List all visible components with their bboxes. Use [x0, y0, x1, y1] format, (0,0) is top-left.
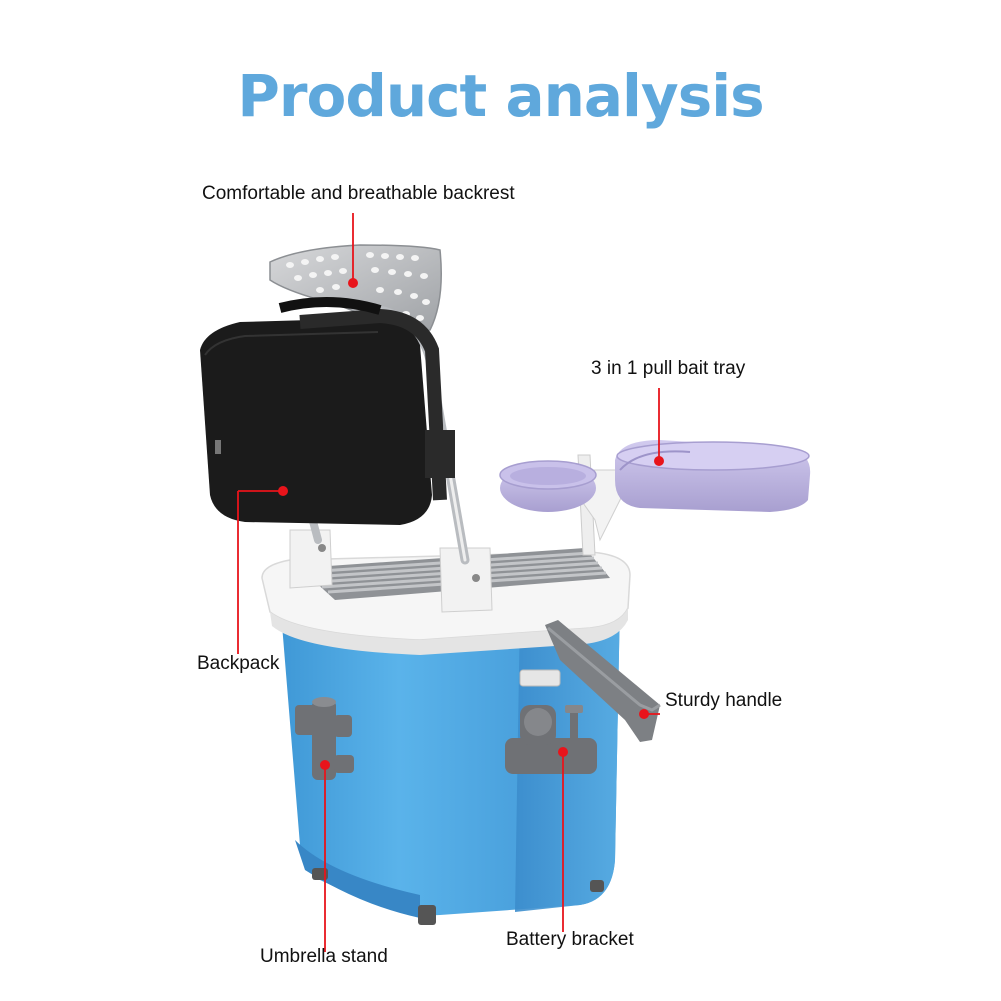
bucket-lid — [261, 529, 631, 655]
bait-tray-callout-label: 3 in 1 pull bait tray — [591, 358, 746, 379]
handle-callout-label: Sturdy handle — [665, 690, 783, 711]
umbrella-stand-fitting — [295, 697, 354, 780]
backpack — [200, 296, 455, 525]
battery-bracket-callout-label: Battery bracket — [506, 929, 634, 950]
backrest-callout-label: Comfortable and breathable backrest — [202, 183, 515, 204]
umbrella-stand-marker-dot — [320, 760, 330, 770]
handle-marker-dot — [639, 709, 649, 719]
battery-bracket-marker-dot — [558, 747, 568, 757]
bait-trays — [499, 440, 811, 512]
backpack-marker-dot — [278, 486, 288, 496]
umbrella-stand-callout-label: Umbrella stand — [260, 946, 388, 967]
page-title: Product analysis — [237, 62, 764, 130]
callout-markers — [278, 278, 664, 770]
battery-bracket-fitting — [505, 705, 597, 774]
backrest-marker-dot — [348, 278, 358, 288]
handle — [519, 620, 661, 742]
callout-lines — [237, 213, 660, 952]
backpack-callout-label: Backpack — [197, 653, 280, 674]
bait-tray-marker-dot — [654, 456, 664, 466]
